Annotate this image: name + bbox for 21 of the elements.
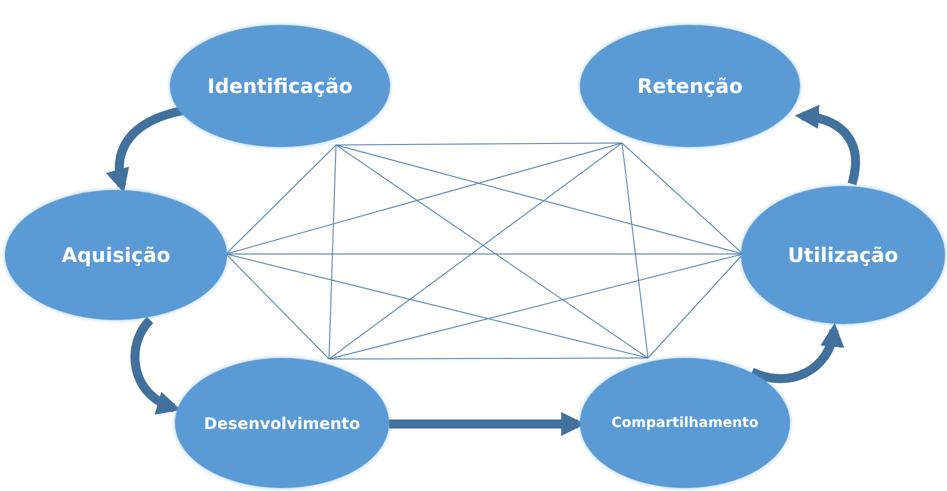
connector-line [328,358,648,360]
node-label: Retenção [637,74,743,98]
connector-line [226,142,622,254]
connector-line [622,142,744,254]
connector-line [336,144,744,254]
connector-line [226,254,330,360]
arrow [794,106,860,186]
node-label: Identificação [207,74,353,98]
node-label: Aquisição [62,243,170,267]
connector-line [328,144,336,360]
connector-line [648,254,744,358]
node-label: Compartilhamento [612,415,758,431]
connector-line [336,142,622,146]
connector-line [622,142,648,358]
arrow [130,317,181,414]
connector-line [328,254,744,360]
node-label: Utilização [788,243,898,267]
connector-line [226,144,336,254]
arrow [750,322,843,384]
node-label: Desenvolvimento [204,414,360,432]
connector-line [226,254,648,358]
